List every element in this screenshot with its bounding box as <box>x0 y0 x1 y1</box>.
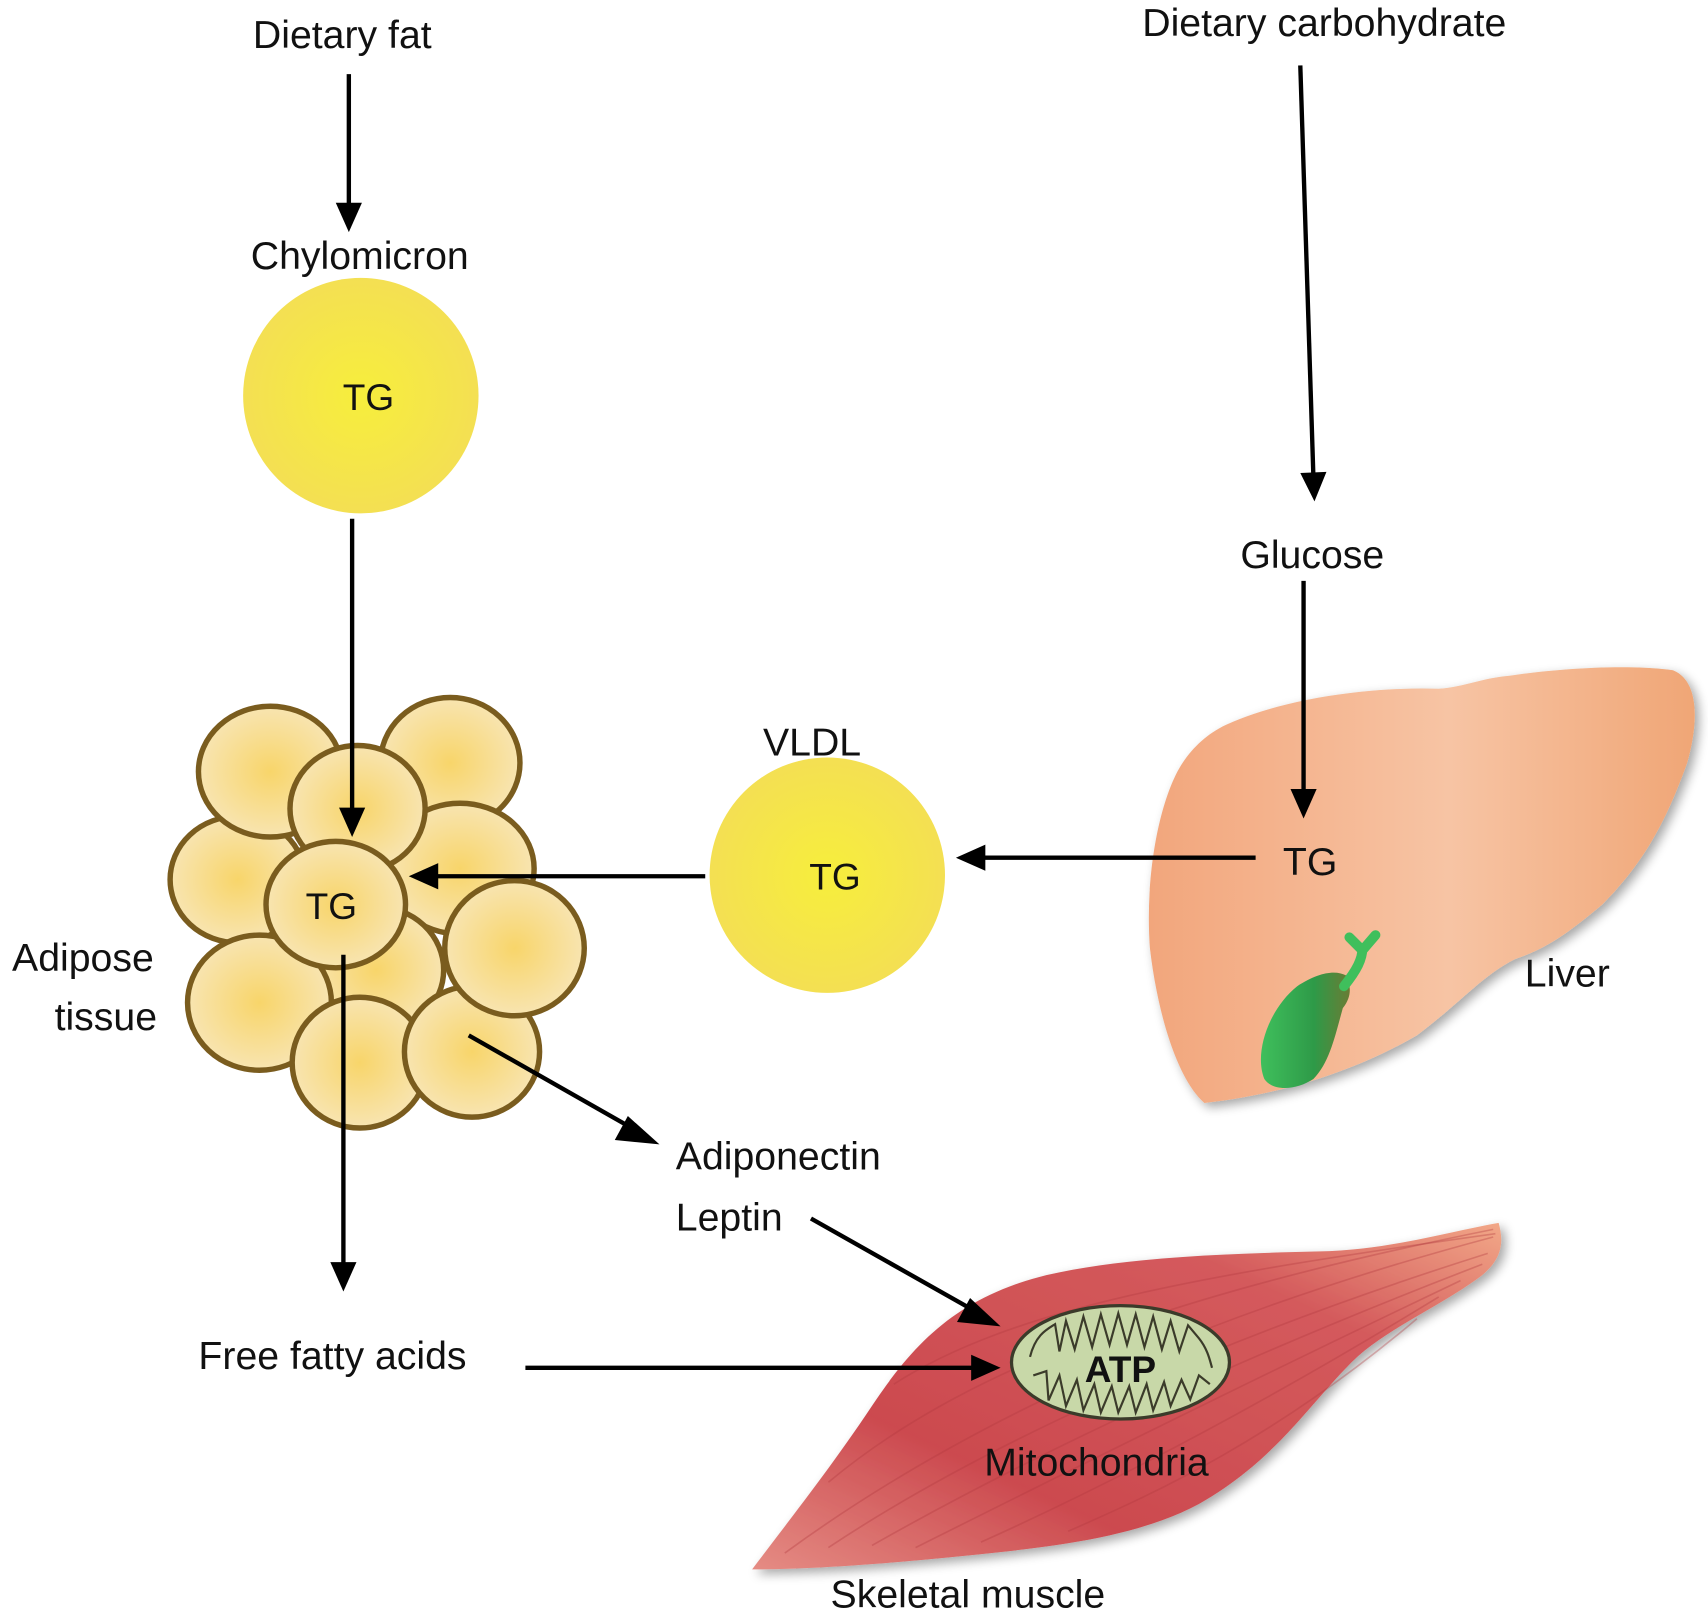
chylomicron-tg-label: TG <box>343 376 394 418</box>
adiponectin-label: Adiponectin <box>676 1134 881 1178</box>
mitochondria-cristae <box>1028 1309 1214 1417</box>
skeletal-muscle-organ: ATP <box>752 1222 1502 1570</box>
gallbladder-shape <box>1260 972 1350 1088</box>
dietary-carbohydrate-label: Dietary carbohydrate <box>1142 1 1506 45</box>
arrowhead <box>971 1354 1001 1381</box>
arrow-carb-to-glucose <box>1298 65 1316 477</box>
chylomicron-particle: TG <box>243 277 479 514</box>
bile-duct <box>1338 930 1381 992</box>
vldl-label: VLDL <box>763 720 861 764</box>
arrowhead <box>339 807 366 838</box>
mitochondria: ATP <box>1009 1304 1232 1421</box>
labels: Dietary fat Dietary carbohydrate Chylomi… <box>12 1 1610 1613</box>
leptin-label: Leptin <box>676 1195 783 1239</box>
arrowhead <box>1290 789 1317 819</box>
arrowhead <box>408 863 439 890</box>
arrowhead <box>1300 471 1327 502</box>
liver-tg-label: TG <box>1283 840 1337 884</box>
vldl-particle: TG <box>709 757 946 993</box>
adipocyte-central <box>263 838 409 971</box>
adipocyte <box>442 877 587 1019</box>
arrowhead <box>330 1262 357 1292</box>
vldl-tg-label: TG <box>809 855 860 897</box>
adipose-tissue-cluster: TG <box>167 694 587 1131</box>
skeletal-muscle-label: Skeletal muscle <box>831 1573 1106 1613</box>
arrowhead <box>955 844 986 871</box>
liver-label: Liver <box>1525 951 1610 995</box>
mitochondria-label: Mitochondria <box>984 1441 1209 1485</box>
liver-organ <box>1148 667 1695 1103</box>
arrowhead <box>956 1298 1001 1327</box>
arrows <box>330 65 1327 1381</box>
adipose-tg-label: TG <box>306 885 357 927</box>
dietary-fat-label: Dietary fat <box>253 13 432 57</box>
arrowhead <box>335 202 362 233</box>
liver-shape <box>1148 667 1695 1103</box>
chylomicron-label: Chylomicron <box>251 234 469 278</box>
arrow-adipose-to-adiponectin <box>467 1033 639 1134</box>
arrow-leptin-to-mitochondria <box>809 1216 980 1316</box>
adipose-tissue-label-line1: Adipose <box>12 936 154 980</box>
chylomicron-circle <box>243 277 479 514</box>
glucose-label: Glucose <box>1240 533 1384 577</box>
arrowhead <box>614 1116 660 1145</box>
adipose-tissue-label-line2: tissue <box>55 995 157 1039</box>
atp-label: ATP <box>1085 1348 1156 1390</box>
vldl-circle <box>709 757 946 993</box>
free-fatty-acids-label: Free fatty acids <box>198 1334 466 1378</box>
